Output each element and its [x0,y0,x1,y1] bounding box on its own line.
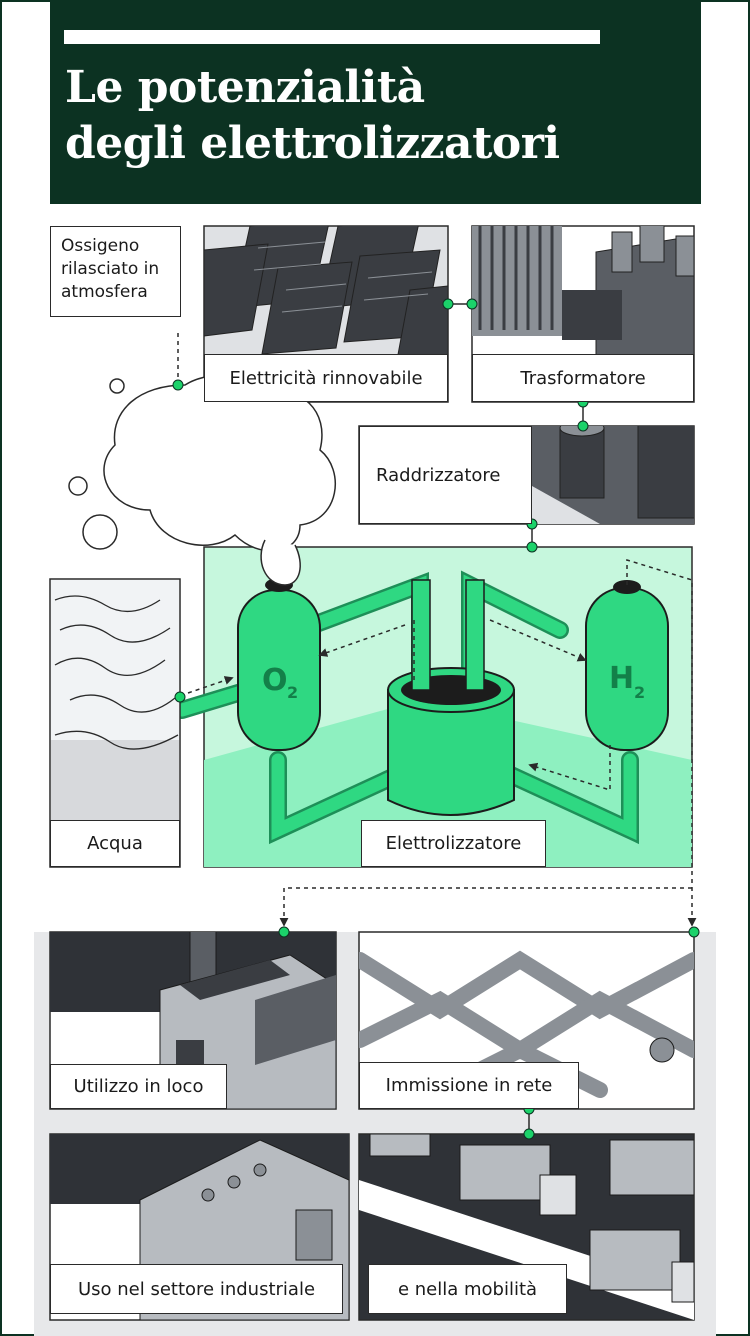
label-transformer: Trasformatore [472,354,694,402]
label-mobility: e nella mobilità [368,1264,567,1314]
oxygen-tank-label: O [262,663,288,698]
label-industrial-use: Uso nel settore industriale [50,1264,343,1314]
page-title: Le potenzialità degli elettrolizzatori [65,60,685,172]
title-line-2: degli elettrolizzatori [65,118,560,169]
title-block: Le potenzialità degli elettrolizzatori [50,0,701,204]
label-renewable-electricity: Elettricità rinnovabile [204,354,448,402]
title-line-1: Le potenzialità [65,62,425,113]
label-water: Acqua [50,820,180,867]
connector-dots [172,298,700,1140]
label-onsite-use: Utilizzo in loco [50,1064,227,1109]
oxygen-cloud [68,374,337,586]
title-accent-bar [64,30,600,44]
mobility-illustration [358,1133,695,1321]
hydrogen-tank-subscript: 2 [634,683,645,702]
oxygen-note-line-3: atmosfera [61,282,148,302]
label-electrolyzer: Elettrolizzatore [361,820,546,867]
label-grid-injection: Immissione in rete [359,1062,579,1109]
water-illustration [49,578,181,868]
label-rectifier: Raddrizzatore [359,426,532,524]
oxygen-note: Ossigeno rilasciato in atmosfera [50,226,181,317]
oxygen-note-line-1: Ossigeno [61,236,140,256]
electrolyzer-panel [173,546,697,927]
oxygen-note-line-2: rilasciato in [61,259,160,279]
hydrogen-tank-label: H [609,661,634,696]
oxygen-tank-subscript: 2 [287,683,298,702]
